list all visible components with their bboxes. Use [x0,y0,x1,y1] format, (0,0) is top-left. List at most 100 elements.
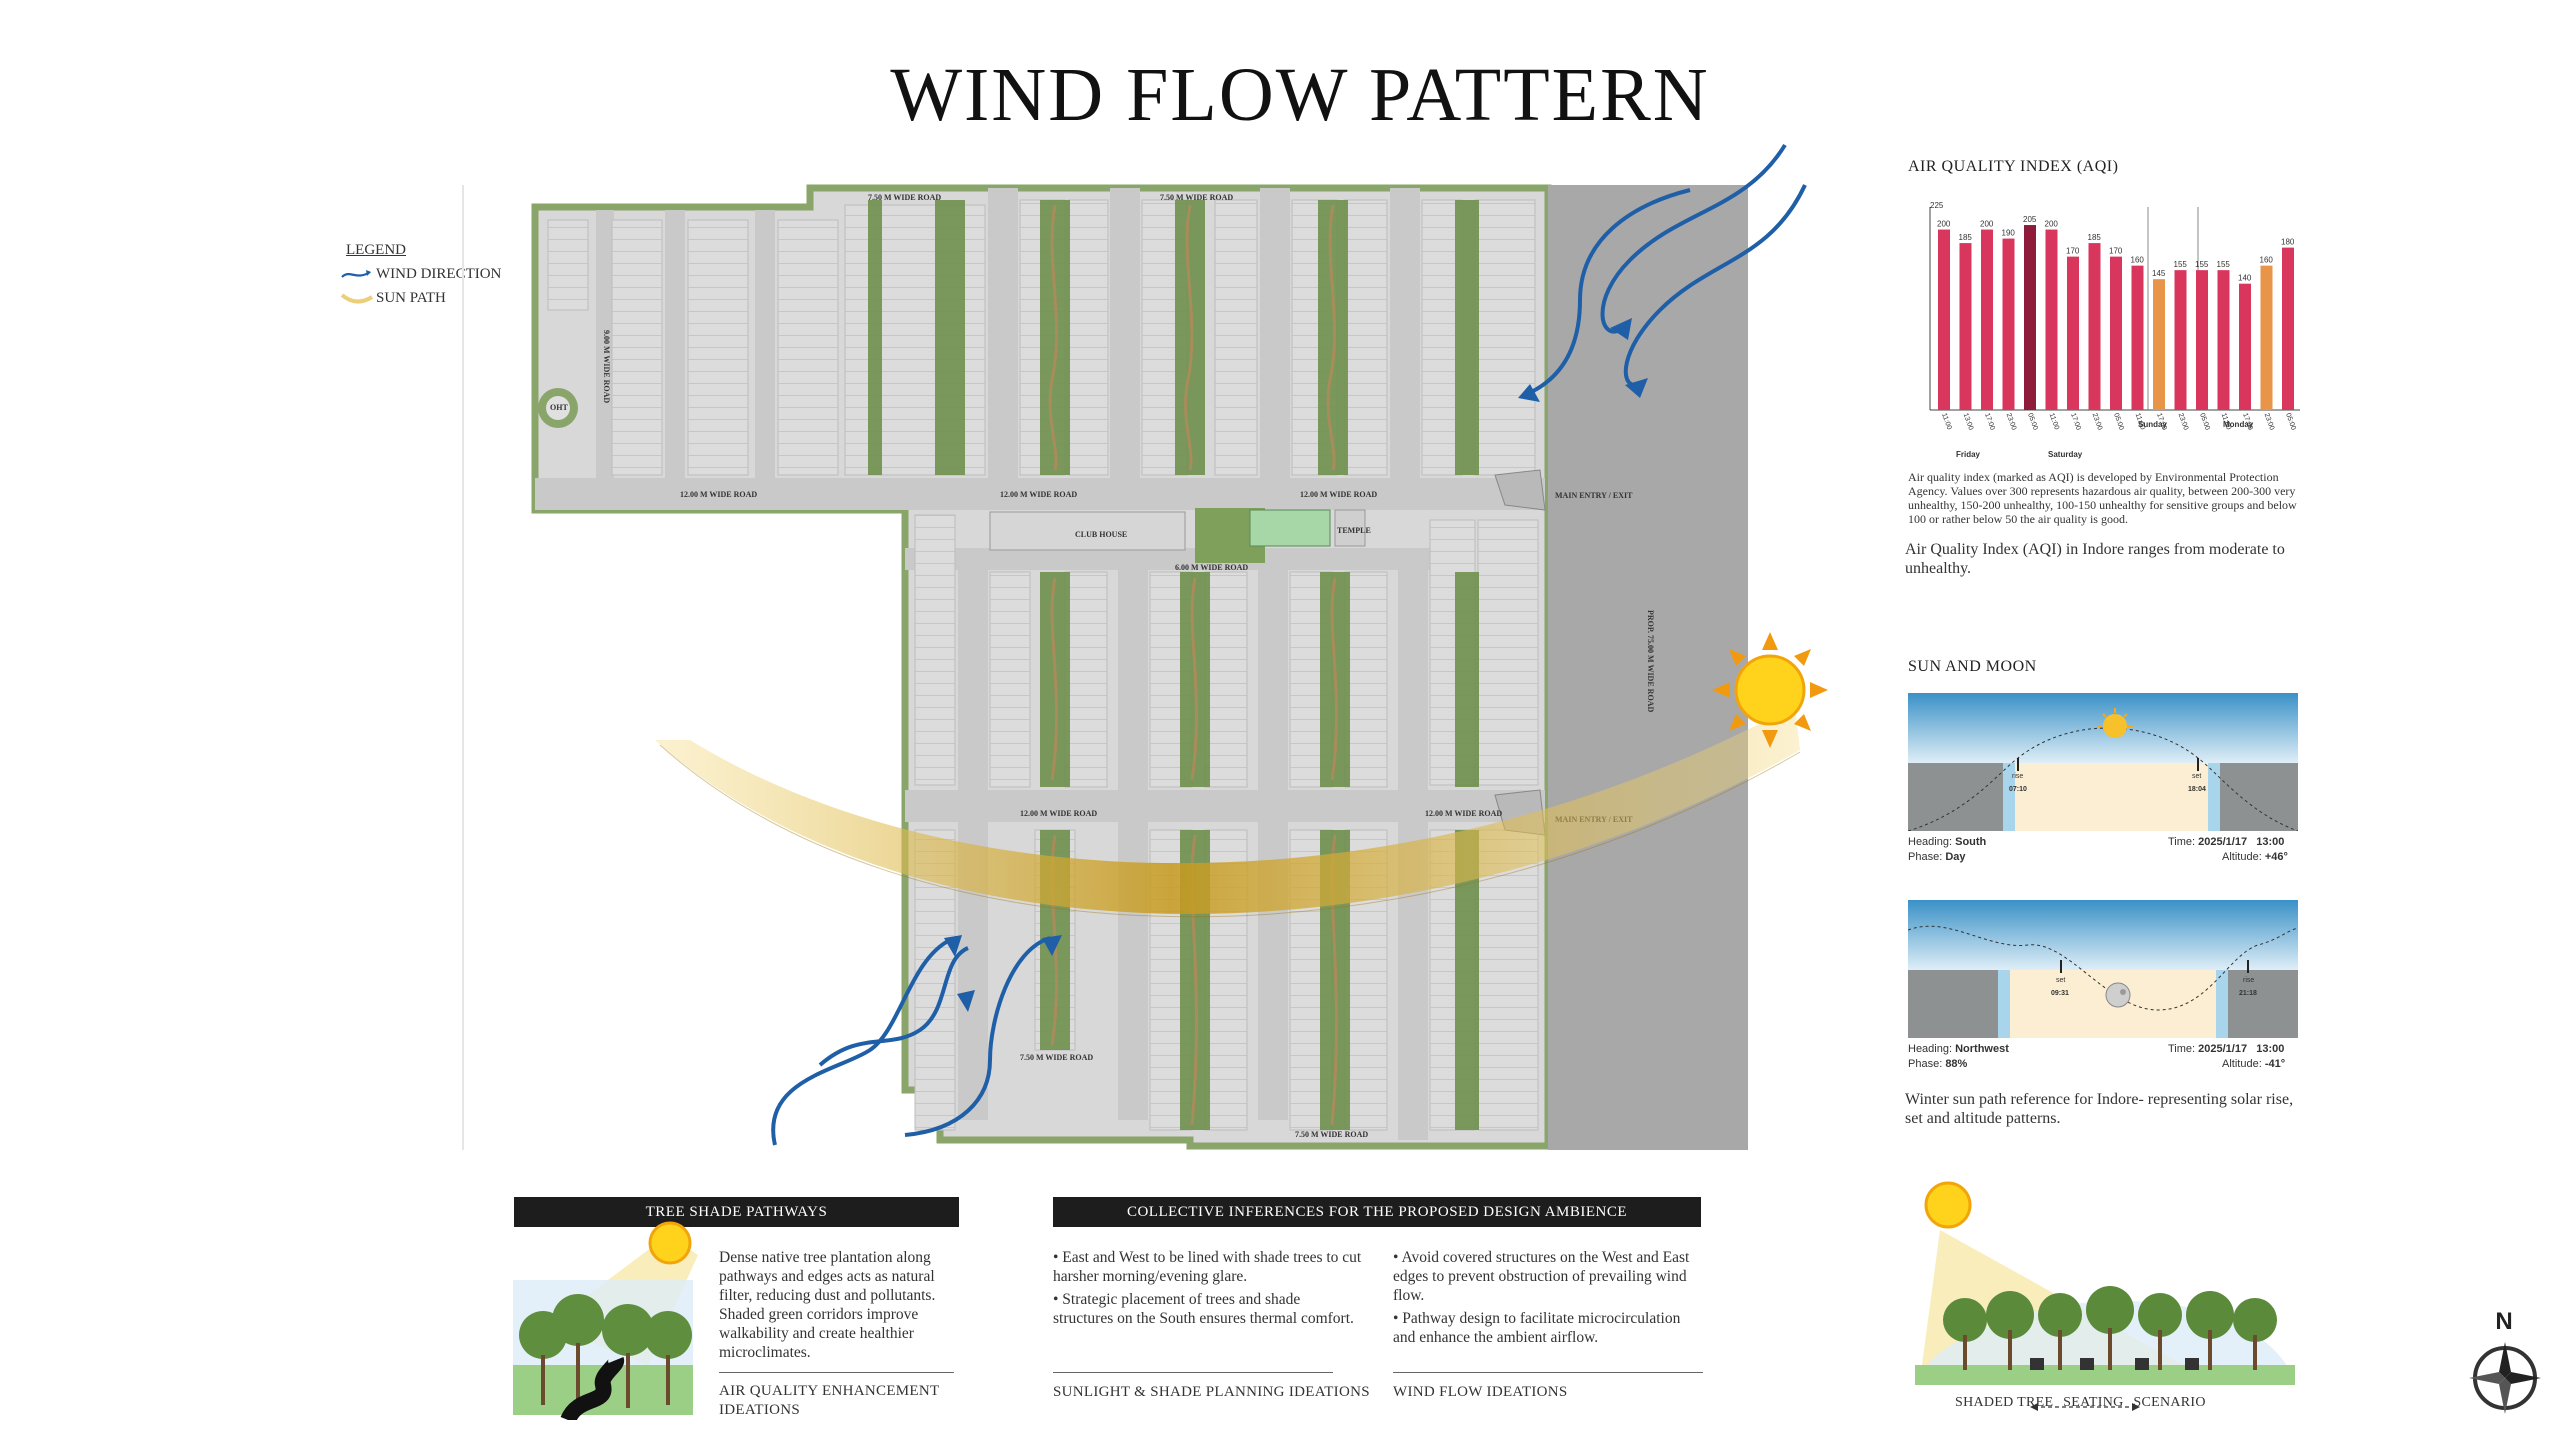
aqi-bar-time: 13:00 [1962,412,1975,431]
tree-shade-heading: TREE SHADE PATHWAYS [514,1197,959,1227]
sun-icon [1712,632,1828,748]
aqi-bar-value: 155 [2195,260,2209,269]
sun-heading-info: Heading: South [1908,836,1987,848]
temple-label: TEMPLE [1337,526,1371,535]
sun-set-time: 18:04 [2188,786,2206,793]
moon-heading-info: Heading: Northwest [1908,1043,2009,1055]
legend-label-wind: WIND DIRECTION [376,266,502,282]
sun-set-label: set [2192,773,2201,780]
road-label-r750b: 7.50 M WIDE ROAD [1160,193,1233,202]
aqi-bar-value: 170 [2066,247,2080,256]
aqi-bar-value: 155 [2217,260,2231,269]
moon-set-label: set [2056,977,2065,984]
aqi-bar [2045,229,2058,410]
moon-time-info: Time: 2025/1/17 13:00 [2168,1043,2285,1055]
aqi-summary: Air Quality Index (AQI) in Indore ranges… [1905,541,2285,577]
aqi-bar-time: 11:00 [2048,412,2060,430]
sun-phase-info: Phase: Day [1908,851,1966,863]
aqi-day-label: Friday [1956,450,1981,459]
aqi-bar [2217,270,2230,410]
inference-right-2: • Pathway design to facilitate microcirc… [1393,1310,1681,1346]
sun-panel: rise 07:10 set 18:04 [1908,693,2298,831]
legend-item-sun: SUN PATH [340,286,501,310]
aqi-description: Air quality index (marked as AQI) is dev… [1908,470,2297,526]
scenario-caption: SHADED TREE SEATING SCENARIO [1955,1395,2206,1411]
sun-time-info: Time: 2025/1/17 13:00 [2168,836,2285,848]
aqi-bar-time: 23:00 [2091,412,2104,431]
compass-north-letter: N [2495,1308,2513,1335]
aqi-bar [2110,256,2122,410]
inference-right-1: • Avoid covered structures on the West a… [1393,1249,1690,1304]
aqi-bar-time: 05:00 [2112,412,2125,431]
wind-arrows-sw [771,936,1051,1146]
road-label-r9: 9.00 M WIDE ROAD [602,330,611,403]
aqi-day-label: Monday [2223,420,2254,429]
aqi-bar-value: 180 [2281,238,2295,247]
sun-altitude-info: Altitude: +46° [2222,851,2288,863]
aqi-bar-value: 200 [1980,220,1994,229]
sun-moon-heading: SUN AND MOON [1908,658,2037,675]
aqi-bar [1959,243,1972,410]
aqi-bar-value: 190 [2002,229,2016,238]
road-label-r750a: 7.50 M WIDE ROAD [868,193,941,202]
sun-rise-time: 07:10 [2009,786,2027,793]
road-label-r12d: 12.00 M WIDE ROAD [1020,809,1097,818]
aqi-bar-value: 160 [2131,256,2145,265]
aqi-bar-time: 17:00 [2069,412,2082,431]
legend-item-wind: WIND DIRECTION [340,262,501,286]
road-label-r12c: 12.00 M WIDE ROAD [1300,490,1377,499]
sun-rise-label: rise [2012,773,2023,780]
inferences-heading: COLLECTIVE INFERENCES FOR THE PROPOSED D… [1053,1197,1701,1227]
road-label-r12b: 12.00 M WIDE ROAD [1000,490,1077,499]
tree-shade-illustration [513,1221,698,1420]
aqi-bar-value: 200 [2045,220,2059,229]
aqi-bar-value: 155 [2174,260,2188,269]
road-label-r6: 6.00 M WIDE ROAD [1175,563,1248,572]
aqi-bar-time: 23:00 [2005,412,2018,431]
main-entry-label-1: MAIN ENTRY / EXIT [1555,491,1633,500]
road-label-r12e: 12.00 M WIDE ROAD [1425,809,1502,818]
inferences-right-footer: WIND FLOW IDEATIONS [1393,1384,1568,1400]
aqi-y-top: 225 [1930,201,1944,210]
compass-icon [2469,1342,2541,1414]
inference-left-1: • East and West to be lined with shade t… [1053,1249,1362,1285]
moon-phase-info: Phase: 88% [1908,1058,1968,1070]
oht-label: OHT [550,403,568,412]
scenario-caption-left: SHADED TREE [1955,1395,2054,1410]
aqi-bar [2260,265,2273,410]
moon-altitude-info: Altitude: -41° [2222,1058,2286,1070]
double-arrow-icon [2030,1403,2140,1411]
wind-arrow-icon [341,270,371,278]
sun-path-icon [340,293,374,304]
aqi-bar [1938,229,1950,410]
tree-shade-sun-icon [648,1221,692,1265]
aqi-bar [2067,256,2079,410]
aqi-bar-time: 05:00 [2284,412,2297,431]
road-label-prop: PROP. 75.00 M WIDE ROAD [1646,610,1655,712]
inferences-left: • East and West to be lined with shade t… [1053,1248,1363,1328]
aqi-bar-time: 11:00 [1940,412,1952,430]
aqi-bar-time: 05:00 [2198,412,2211,431]
aqi-bar-time: 23:00 [2263,412,2276,431]
moon-rise-time: 21:18 [2239,990,2257,997]
inference-left-2: • Strategic placement of trees and shade… [1053,1291,1354,1327]
main-road [1548,185,1748,1150]
aqi-bar [2131,265,2144,410]
road-label-r750c: 7.50 M WIDE ROAD [1020,1053,1093,1062]
aqi-bar-value: 200 [1937,220,1951,229]
scenario-caption-right: SCENARIO [2133,1395,2206,1410]
inferences-right: • Avoid covered structures on the West a… [1393,1248,1703,1347]
moon-rise-label: rise [2243,977,2254,984]
inferences-left-footer: SUNLIGHT & SHADE PLANNING IDEATIONS [1053,1384,1370,1400]
road-label-r12a: 12.00 M WIDE ROAD [680,490,757,499]
aqi-bar [2196,270,2208,410]
sun-moon-summary: Winter sun path reference for Indore- re… [1905,1091,2294,1127]
page-title: WIND FLOW PATTERN [890,53,1710,137]
aqi-bar [1981,229,1993,410]
aqi-bar-time: 05:00 [2026,412,2039,431]
aqi-day-label: Sunday [2138,420,2167,429]
wind-arrows-ne [1524,143,1807,397]
aqi-bar-value: 205 [2023,215,2037,224]
aqi-bar-value: 185 [2088,233,2102,242]
aqi-bar [2174,270,2187,410]
